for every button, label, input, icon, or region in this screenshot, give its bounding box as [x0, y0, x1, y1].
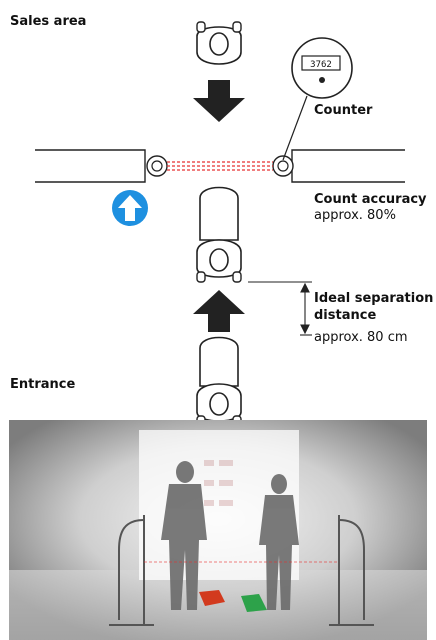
- red-floor-marker: [199, 590, 225, 606]
- person-with-cart-icon-bottom: [196, 336, 242, 420]
- detection-beam: [167, 161, 273, 171]
- sales-area-label: Sales area: [10, 14, 87, 29]
- sensor-left-icon: [146, 155, 168, 177]
- counter-display-text: 3762: [310, 60, 332, 70]
- person-silhouette-right: [259, 474, 299, 610]
- person-silhouette-left: [161, 461, 207, 610]
- person-icon-top: [196, 21, 242, 65]
- arrow-down-icon: [193, 80, 245, 122]
- counter-device-icon: 3762: [291, 37, 353, 99]
- entrance-label: Entrance: [10, 377, 76, 392]
- right-gate: [329, 515, 374, 626]
- separation-dimension: [248, 281, 312, 336]
- counter-label: Counter: [314, 103, 373, 118]
- arrow-up-icon: [193, 290, 245, 332]
- green-floor-marker: [241, 594, 267, 612]
- entry-arrow-icon: [112, 190, 148, 226]
- count-accuracy-label: Count accuracy: [314, 192, 427, 207]
- ideal-separation-label-line1: Ideal separation: [314, 291, 434, 306]
- ideal-separation-label-line2: distance: [314, 308, 377, 323]
- left-gate: [109, 515, 154, 626]
- count-accuracy-value: approx. 80%: [314, 208, 396, 223]
- ideal-separation-value: approx. 80 cm: [314, 330, 408, 345]
- store-entrance-photo: [9, 420, 427, 640]
- sensor-right-icon: [272, 155, 294, 177]
- counting-diagram: 3762: [35, 21, 405, 420]
- counter-leader-line: [282, 95, 308, 161]
- person-with-cart-icon-middle: [196, 186, 242, 283]
